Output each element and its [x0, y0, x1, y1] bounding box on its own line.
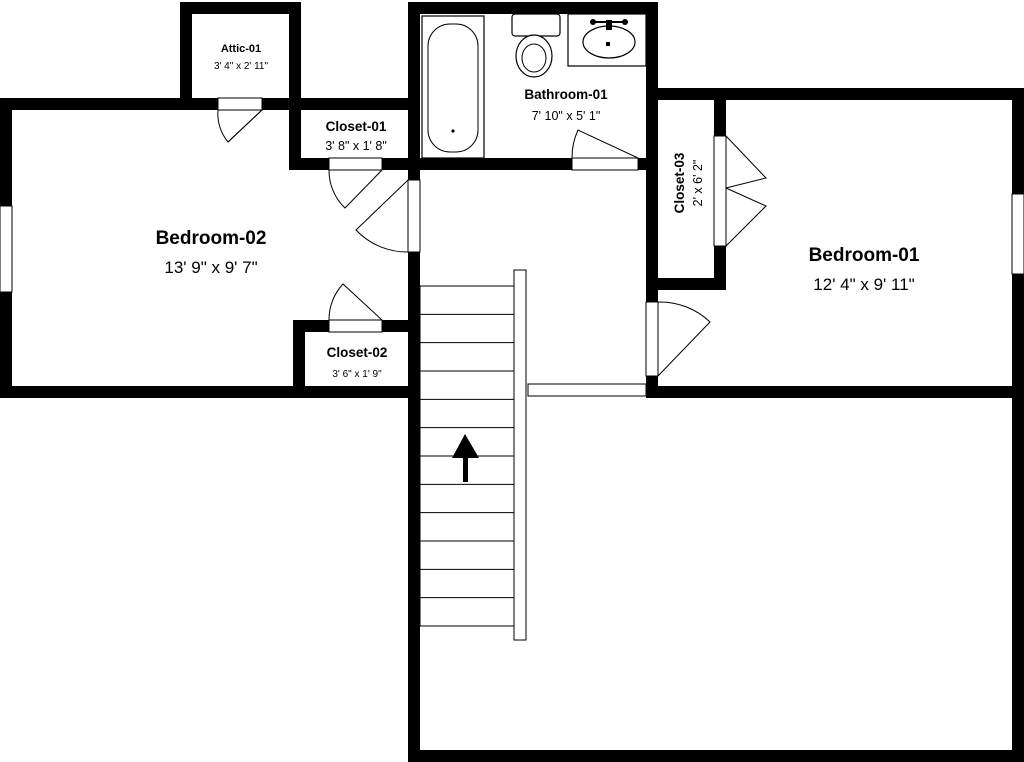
room-name: Bathroom-01 [524, 87, 608, 102]
sink-icon [567, 13, 647, 67]
stair-treads [420, 313, 514, 599]
room-closet-03: Closet-03 2' x 6' 2" [672, 152, 705, 213]
room-name: Closet-01 [326, 119, 387, 134]
wall-left-wing-top [0, 98, 408, 110]
wall-hall-right-upper [646, 88, 658, 302]
wall-right-wing-top [646, 88, 1024, 100]
room-dimensions: 7' 10" x 5' 1" [532, 109, 601, 123]
room-dimensions: 3' 4" x 2' 11" [214, 61, 269, 72]
staircase[interactable] [419, 269, 527, 641]
room-name: Bedroom-02 [156, 228, 267, 249]
toilet-icon [511, 13, 561, 78]
wall-closet02-left [293, 320, 305, 398]
wall-hall-right-lower [646, 376, 658, 398]
room-name: Closet-02 [327, 345, 388, 360]
door-closet-03[interactable] [713, 135, 767, 247]
windows [0, 193, 1024, 293]
up-arrow-icon [452, 434, 479, 482]
wall-bath-bottom-left [408, 158, 572, 170]
room-dimensions: 3' 8" x 1' 8" [325, 139, 387, 153]
room-dimensions: 13' 9" x 9' 7" [164, 258, 257, 277]
room-dimensions: 2' x 6' 2" [691, 160, 705, 207]
wall-closet01-bottom-left [289, 158, 329, 170]
room-dimensions: 3' 6" x 1' 9" [332, 369, 382, 380]
wall-attic-right [289, 2, 301, 102]
wall-left-wing-bottom [0, 386, 420, 398]
door-bathroom-01[interactable] [571, 129, 639, 171]
room-bedroom-02: Bedroom-02 13' 9" x 9' 7" [156, 228, 267, 277]
room-bathroom-01: Bathroom-01 7' 10" x 5' 1" [524, 87, 608, 123]
window-bedroom02-west [0, 205, 13, 293]
stair-handrail [513, 269, 527, 641]
door-bedroom-02[interactable] [355, 179, 421, 253]
room-closet-02: Closet-02 3' 6" x 1' 9" [327, 345, 388, 380]
room-closet-01: Closet-01 3' 8" x 1' 8" [325, 119, 387, 153]
room-name: Bedroom-01 [809, 245, 920, 266]
room-name: Closet-03 [672, 152, 687, 213]
room-attic-01: Attic-01 3' 4" x 2' 11" [214, 43, 269, 72]
window-bedroom01-east [1011, 193, 1024, 275]
wall-closet03-bottom [646, 278, 726, 290]
wall-closet01-left [289, 98, 301, 170]
door-closet-01[interactable] [328, 157, 383, 209]
bathroom-fixtures [421, 13, 647, 159]
wall-hall-left-lower [408, 252, 420, 762]
wall-bath-top [408, 2, 658, 14]
hall-opening [527, 383, 647, 397]
wall-right-wing-bottom [646, 386, 1024, 398]
room-dimensions: 12' 4" x 9' 11" [813, 275, 914, 294]
wall-attic-top [180, 2, 301, 14]
room-labels: Bedroom-02 13' 9" x 9' 7" Bedroom-01 12'… [156, 43, 920, 380]
room-bedroom-01: Bedroom-01 12' 4" x 9' 11" [809, 245, 920, 294]
door-closet-02[interactable] [328, 283, 383, 333]
doors [217, 97, 767, 377]
door-attic[interactable] [217, 97, 263, 143]
wall-bottom [408, 750, 1024, 762]
wall-hall-left-upper [408, 2, 420, 180]
room-name: Attic-01 [221, 43, 261, 55]
door-bedroom-01[interactable] [645, 301, 711, 377]
wall-right-wing-right [1012, 88, 1024, 762]
wall-bath-right [646, 2, 658, 102]
wall-attic-left [180, 2, 192, 102]
bathtub-icon [421, 15, 485, 159]
